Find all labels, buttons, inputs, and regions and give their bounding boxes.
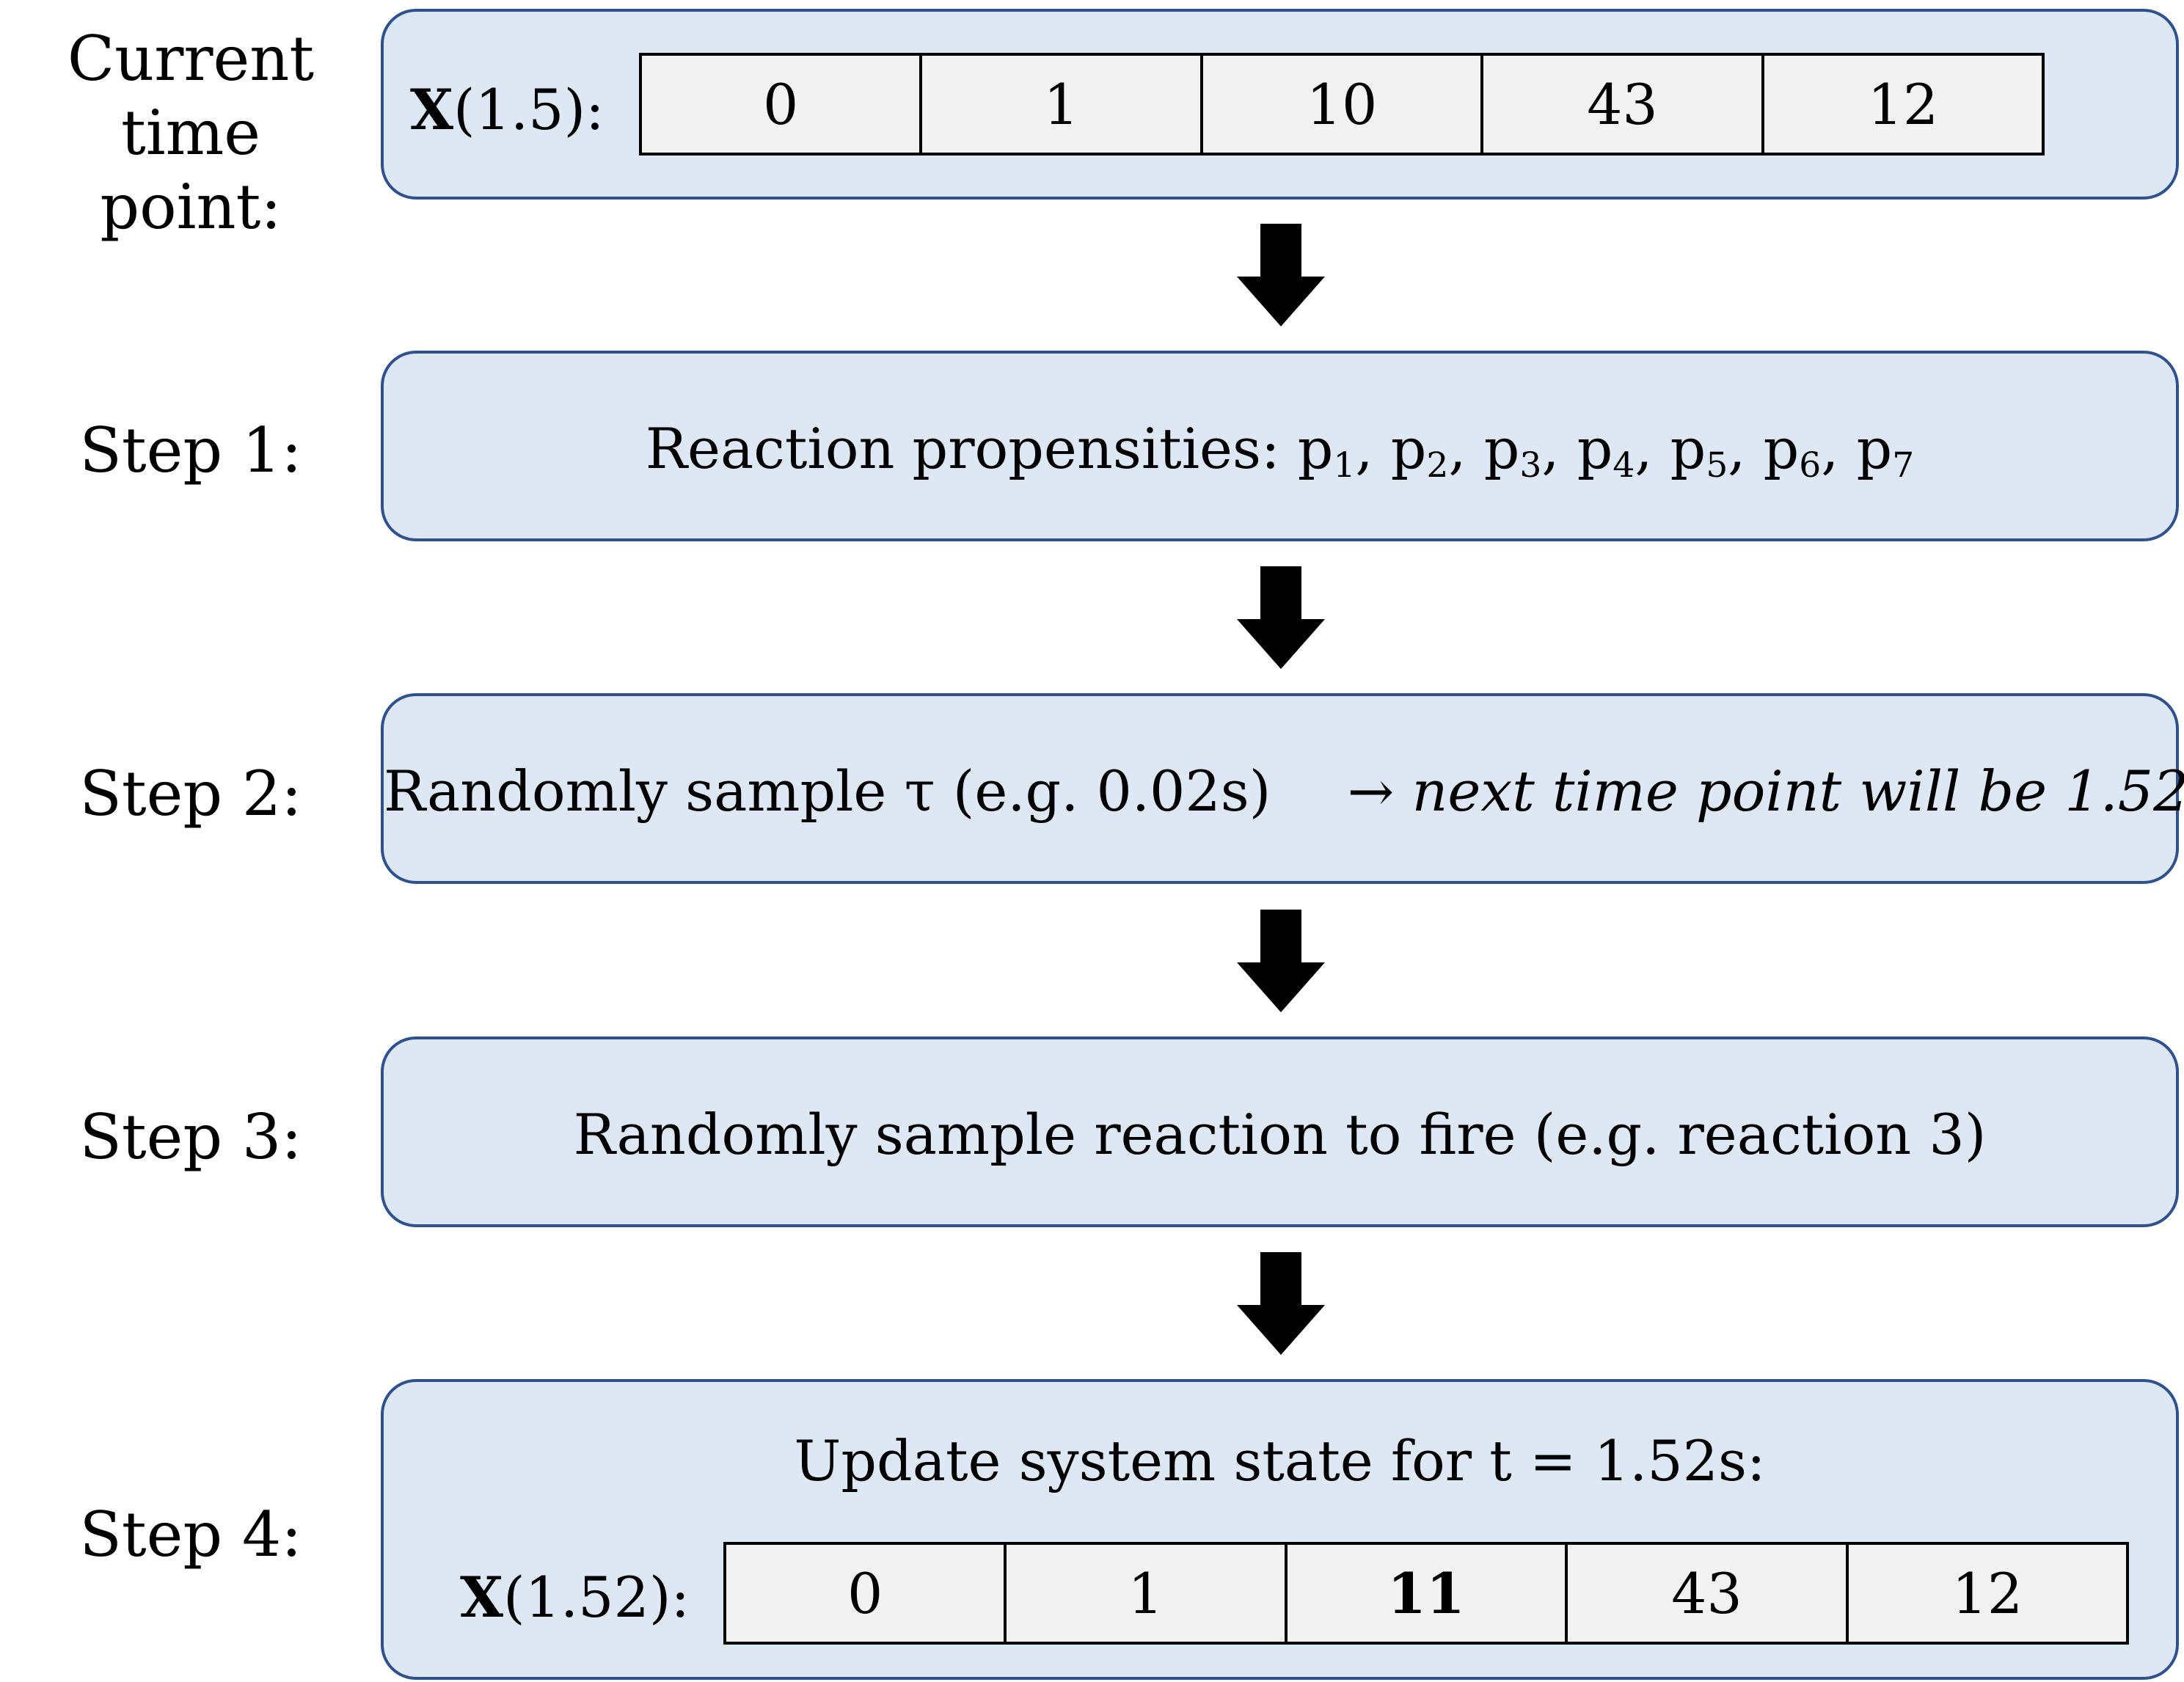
propensity-base: p [1483,416,1520,481]
current-state-cell: 12 [1867,71,1939,137]
propensity-symbol: p5 [1670,416,1728,483]
next-state-cell: 1 [1007,1545,1288,1642]
propensity-symbol: p4 [1577,416,1635,483]
current-state-box: X(1.5): 0 1 10 43 12 [381,9,2179,200]
current-time-label: Current time point: [29,22,352,244]
next-state-time: (1.52): [503,1565,690,1630]
current-state-cells: 0 1 10 43 12 [639,53,2045,156]
propensity-symbol: p6 [1763,416,1822,483]
step2-arrow-glyph: → [1347,758,1395,824]
propensity-subscript: 1 [1333,445,1356,486]
propensity-base: p [1763,416,1800,481]
propensity-subscript: 7 [1892,445,1915,486]
current-state-cell: 43 [1483,56,1764,153]
propensity-subscript: 5 [1706,445,1728,486]
step2-sample-text: Randomly sample τ (e.g. 0.02s) [384,758,1271,824]
current-state-cell: 0 [642,56,923,153]
next-state-cell: 12 [1951,1560,2023,1626]
propensity-symbol: p1 [1297,416,1356,483]
propensity-subscript: 3 [1519,445,1542,486]
next-state-cell: 43 [1568,1545,1849,1642]
step2-next-time-text: next time point will be 1.52 [1411,758,2184,824]
step1-text: Reaction propensities: p1, p2, p3, p4, p… [384,421,2176,483]
flow-arrow-2 [1237,566,1325,669]
propensity-base: p [1577,416,1613,481]
next-state-vector: X [460,1565,503,1630]
propensity-base: p [1297,416,1334,481]
current-state-time: (1.5): [453,77,605,142]
step1-text-prefix: Reaction propensities: [645,416,1280,481]
step2-label: Step 2: [79,758,302,830]
propensity-subscript: 2 [1426,445,1449,486]
step3-box: Randomly sample reaction to fire (e.g. r… [381,1036,2179,1227]
next-state-cells: 0 1 11 43 12 [723,1542,2129,1645]
propensity-symbol: p2 [1390,416,1449,483]
propensity-base: p [1856,416,1893,481]
propensity-symbol: p3 [1483,416,1542,483]
step2-text: Randomly sample τ (e.g. 0.02s) → next ti… [384,764,2184,819]
next-state-cell: 0 [726,1545,1007,1642]
step4-label: Step 4: [79,1499,302,1571]
step4-box: Update system state for t = 1.52s: X(1.5… [381,1379,2179,1680]
propensity-list: p1, p2, p3, p4, p5, p6, p7 [1297,416,1915,486]
flow-arrow-4 [1237,1252,1325,1355]
propensity-subscript: 4 [1613,445,1635,486]
step1-box: Reaction propensities: p1, p2, p3, p4, p… [381,351,2179,541]
next-state-cell-updated: 11 [1288,1545,1568,1642]
current-state-cell: 10 [1203,56,1484,153]
step3-text: Randomly sample reaction to fire (e.g. r… [573,1102,1987,1167]
current-state-cell: 1 [922,56,1203,153]
propensity-base: p [1670,416,1706,481]
next-state-label: X(1.52): [460,1570,690,1626]
current-time-label-line1: Current [67,23,315,95]
propensity-symbol: p7 [1856,416,1915,483]
step1-label: Step 1: [79,414,302,486]
current-state-label: X(1.5): [410,82,605,138]
propensity-subscript: 6 [1799,445,1822,486]
current-time-label-line2: time point: [100,96,282,243]
flow-arrow-3 [1237,910,1325,1012]
current-state-vector: X [410,77,453,142]
step3-label: Step 3: [79,1101,302,1173]
step2-box: Randomly sample τ (e.g. 0.02s) → next ti… [381,693,2184,884]
propensity-base: p [1390,416,1427,481]
step4-title: Update system state for t = 1.52s: [794,1428,1766,1493]
flow-arrow-1 [1237,224,1325,326]
